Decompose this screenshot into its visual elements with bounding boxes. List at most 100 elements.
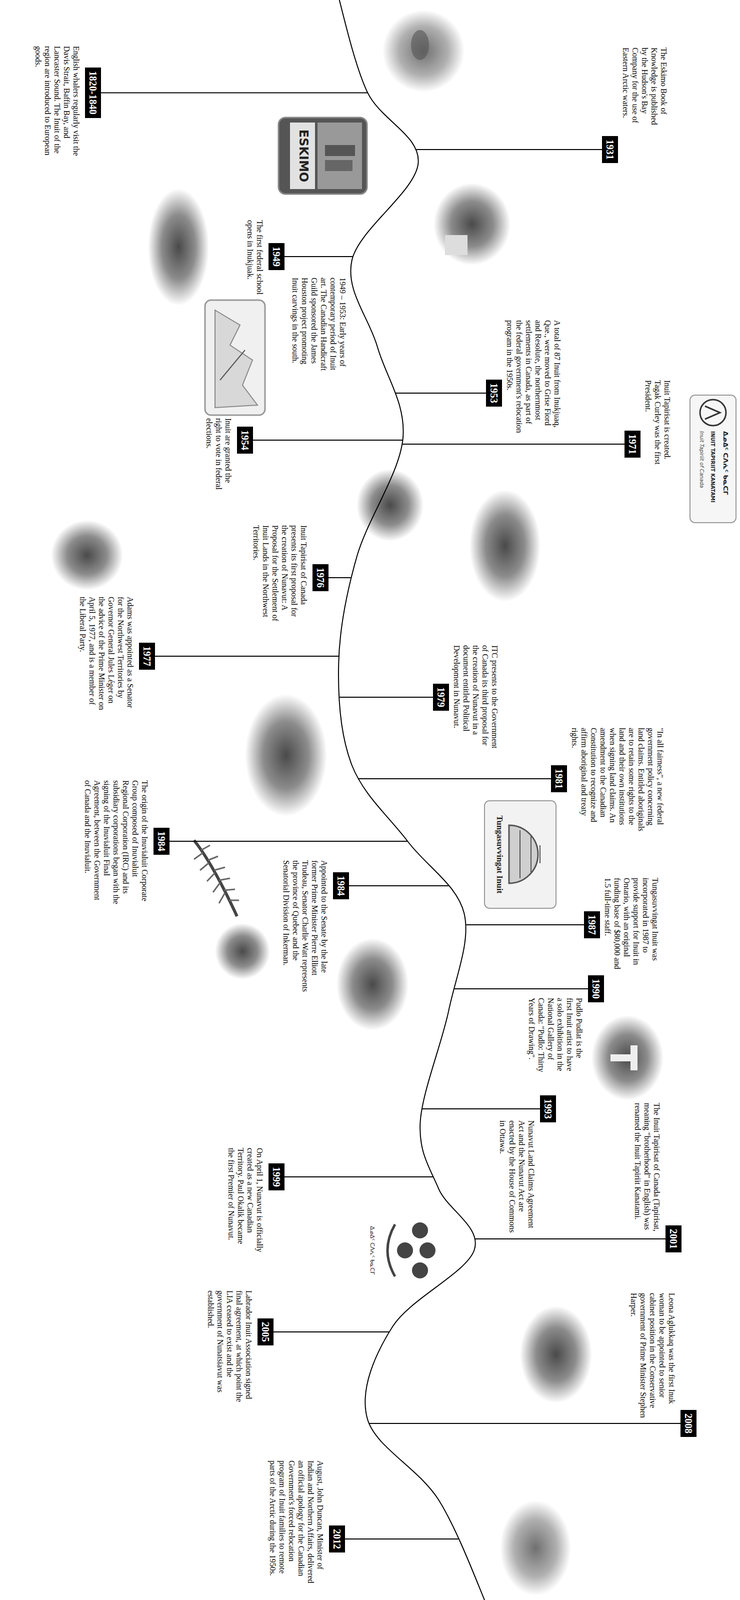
tick-line [328,577,352,578]
year-text: 1931 [603,139,617,160]
tick-line [402,443,625,445]
timeline-lines [101,0,681,1600]
tick-line [358,778,551,779]
year-box: 2005Labrador Inuit Association signed fi… [257,1318,274,1345]
map-image [205,300,265,415]
event-text: Leona Aglukkaq was the first Inuk woman … [629,1292,677,1418]
year-box: 1979ITC presents to the Government of Ca… [433,683,449,711]
portrait-photo [520,1305,592,1403]
group-photo [245,694,327,816]
year-text: 1999 [270,1166,283,1187]
flag-detail [630,1045,638,1070]
photo [148,188,209,306]
year-box: 1954Inuit are granted the right to vote … [237,426,253,454]
event-text: Labrador Inuit Association signed final … [206,1290,254,1408]
year-box: 1984The origin of the Inuvialuit Corpora… [153,827,170,855]
year-box: 1999On April 1, Nunavut is officially cr… [268,1163,285,1190]
year-text: 1971 [626,434,639,454]
book-cover [278,117,367,194]
tick-line [253,439,403,441]
portrait-photo [51,520,123,590]
year-box: 1990Pudlo Pudlat is the first Inuit arti… [588,975,604,1002]
photo [433,183,511,265]
tick-line [395,392,486,394]
year-text: 2005 [259,1321,272,1342]
photo-detail [411,30,429,60]
event-text: The first federal school opens in Inukju… [245,220,265,295]
logo-text: Tungasuvvingat Inuit [494,803,505,906]
map-route [220,350,245,380]
event-text: Inuit Tapirisat of Canada presents its f… [251,525,309,625]
photo-detail [445,235,468,255]
book-photo [317,122,362,189]
year-text: 1953 [487,383,501,403]
event-text: ITC presents to the Government of Canada… [452,645,500,755]
year-text: 2001 [667,1228,680,1249]
igloo-blocks [520,830,540,878]
year-box: 1987Tungasuvvingat Inuit was incorporate… [584,911,600,938]
book-strip [290,122,315,189]
year-box: 1931The Eskimo Book of Knowledge is publ… [602,136,618,163]
itk-figure [412,1262,428,1278]
photo [469,489,541,602]
year-text: 2012 [330,1528,344,1549]
tick-line [284,1176,433,1177]
year-box: 2008Leona Aglukkaq was the first Inuk wo… [680,1409,697,1437]
book-title: ESKIMO [296,122,311,189]
event-text: "In all fairness", a new federal governm… [570,727,665,833]
event-text: English whalers regularly visit the Davi… [33,46,81,166]
year-text: 1979 [434,687,448,707]
tungasuvvingat-logo [484,800,556,908]
event-text: The Eskimo Book of Knowledge is publishe… [621,47,669,130]
year-text: 1993 [541,1098,555,1119]
itk-figure [419,1242,436,1258]
flag-photo [591,1015,664,1100]
year-text: 1990 [589,978,603,999]
logo-text: Inuit Tapiriit of Canada [698,431,705,520]
year-box: 1949The first federal school opens in In… [268,243,285,270]
year-text: 1949 [270,246,283,267]
tick-line [155,655,339,657]
event-text: Tungasuvvingat Inuit was incorporated in… [603,877,660,973]
year-box: 1953A total of 87 Inuit from Inukjuaq, Q… [486,379,502,407]
tick-line [339,696,433,698]
year-text: 1984 [155,831,168,851]
note-text: 1949 – 1953: Early years of contemporary… [290,277,348,380]
tick-line [475,1238,666,1239]
itk-logo [690,395,736,523]
timeline-curve [336,0,490,1600]
itk-figure [412,1222,428,1238]
event-text: Inuit Tapirisat is created. Tagak Curley… [643,380,672,475]
itk-figure-arms [387,1224,395,1276]
year-text: 1981 [552,768,566,789]
year-box: 1993Nunavut Land Claims Agreement Act an… [540,1095,556,1122]
year-box: 1820-1840English whalers regularly visit… [85,67,101,118]
tick-line [349,885,449,886]
flag-detail [610,1054,631,1061]
photo [500,1500,571,1595]
photo [382,10,465,92]
event-text: Adams was appointed as a Senator for the… [78,596,135,712]
tick-line [465,924,584,925]
book-figure [325,145,355,156]
year-box: 2001The Inuit Tapirisat of Canada (Tapir… [665,1225,682,1252]
year-box: 2012August, John Duncan, Minister of Ind… [329,1525,345,1552]
photo [336,938,409,1030]
event-text: On April 1, Nunavut is officially create… [226,1147,265,1253]
tick-line [273,1331,390,1332]
year-text: 1954 [238,430,252,450]
tick-line [454,988,588,989]
tick-line [422,1108,540,1109]
logo-text: ᐃᓄᐃᑦ ᑕᐱᕇᑦ ᑲᓇᑕᒥ [368,1212,376,1288]
year-text: 2008 [682,1413,695,1433]
feather [194,840,237,916]
event-text: The Inuit Tapirisat of Canada (Tapirisat… [633,1102,662,1233]
year-text: 1987 [585,914,599,935]
book-figure [325,160,353,171]
year-box: 1984Appointed to the Senate by the late … [333,872,349,899]
logo-text: ᐃᓄᐃᑦ ᑕᐱᕇᑦ ᑲᓇᑕᒥ [721,431,730,520]
event-text: Pudlo Pudlat is the first Inuit artist t… [527,997,584,1073]
tick-line [284,256,353,257]
year-box: 1981"In all fairness", a new federal gov… [551,765,567,792]
